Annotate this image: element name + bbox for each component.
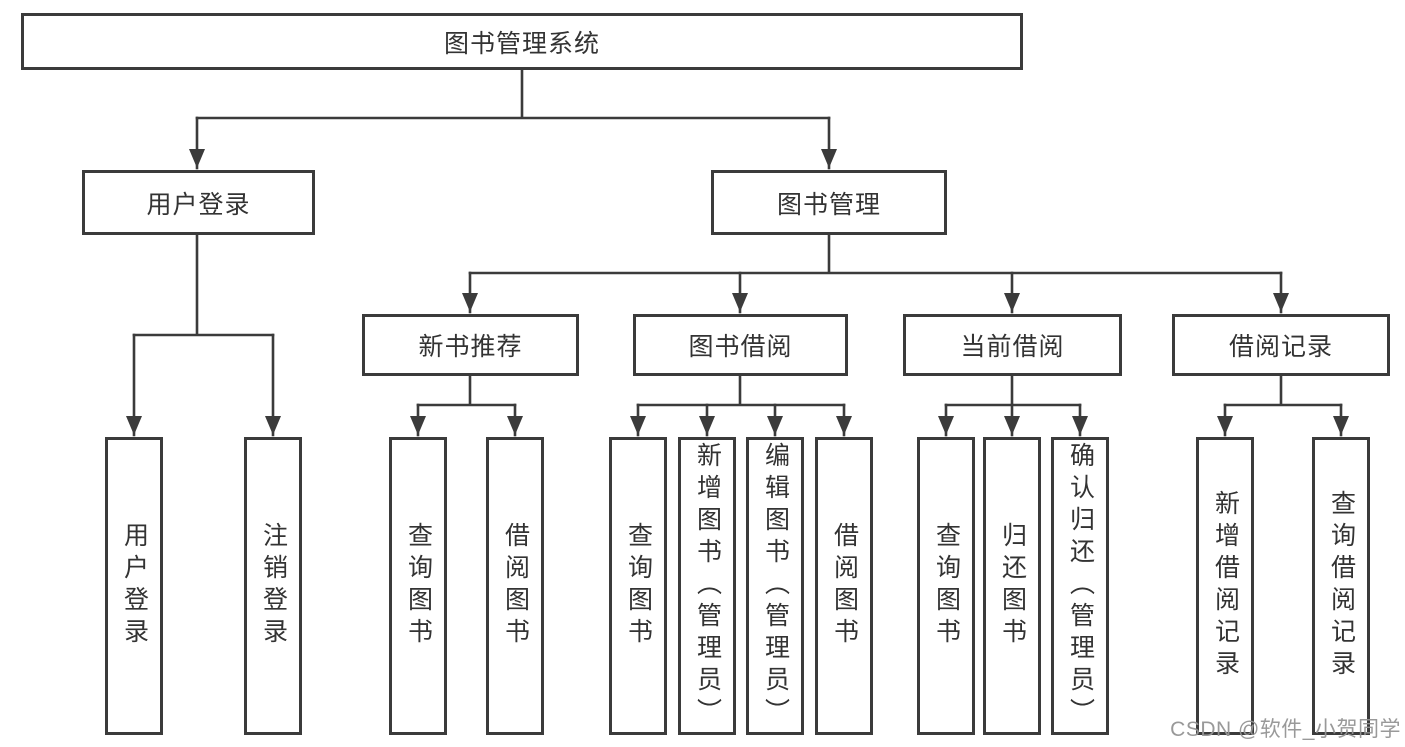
leaf-return-books-label: 归还图书 [998, 522, 1027, 650]
leaf-borrow-books: 借阅图书 [815, 437, 873, 735]
node-root-system: 图书管理系统 [21, 13, 1023, 70]
leaf-query-books-borrowing-label: 查询图书 [624, 522, 653, 650]
leaf-edit-books-admin-label: 编辑图书（管理员） [761, 442, 790, 730]
leaf-user-login-label: 用户登录 [120, 522, 149, 650]
leaf-query-books-current: 查询图书 [917, 437, 975, 735]
leaf-add-borrow-record-label: 新增借阅记录 [1211, 490, 1240, 682]
leaf-confirm-return-admin-label: 确认归还（管理员） [1066, 442, 1095, 730]
leaf-borrow-books-label: 借阅图书 [830, 522, 859, 650]
leaf-logout: 注销登录 [244, 437, 302, 735]
leaf-edit-books-admin: 编辑图书（管理员） [746, 437, 804, 735]
leaf-add-borrow-record: 新增借阅记录 [1196, 437, 1254, 735]
node-book-borrowing: 图书借阅 [633, 314, 848, 376]
node-book-management: 图书管理 [711, 170, 947, 235]
leaf-query-books-current-label: 查询图书 [932, 522, 961, 650]
leaf-return-books: 归还图书 [983, 437, 1041, 735]
leaf-logout-label: 注销登录 [259, 522, 288, 650]
leaf-query-borrow-record-label: 查询借阅记录 [1327, 490, 1356, 682]
leaf-query-books-recommend: 查询图书 [389, 437, 447, 735]
leaf-borrow-books-recommend: 借阅图书 [486, 437, 544, 735]
node-new-book-recommend: 新书推荐 [362, 314, 579, 376]
leaf-query-books-recommend-label: 查询图书 [404, 522, 433, 650]
leaf-query-books-borrowing: 查询图书 [609, 437, 667, 735]
leaf-confirm-return-admin: 确认归还（管理员） [1051, 437, 1109, 735]
leaf-add-books-admin-label: 新增图书（管理员） [693, 442, 722, 730]
leaf-query-borrow-record: 查询借阅记录 [1312, 437, 1370, 735]
node-borrowing-records: 借阅记录 [1172, 314, 1390, 376]
leaf-borrow-books-recommend-label: 借阅图书 [501, 522, 530, 650]
node-current-borrowing: 当前借阅 [903, 314, 1122, 376]
leaf-add-books-admin: 新增图书（管理员） [678, 437, 736, 735]
node-user-login: 用户登录 [82, 170, 315, 235]
leaf-user-login: 用户登录 [105, 437, 163, 735]
csdn-watermark: CSDN @软件_小贺同学 [1170, 718, 1401, 741]
